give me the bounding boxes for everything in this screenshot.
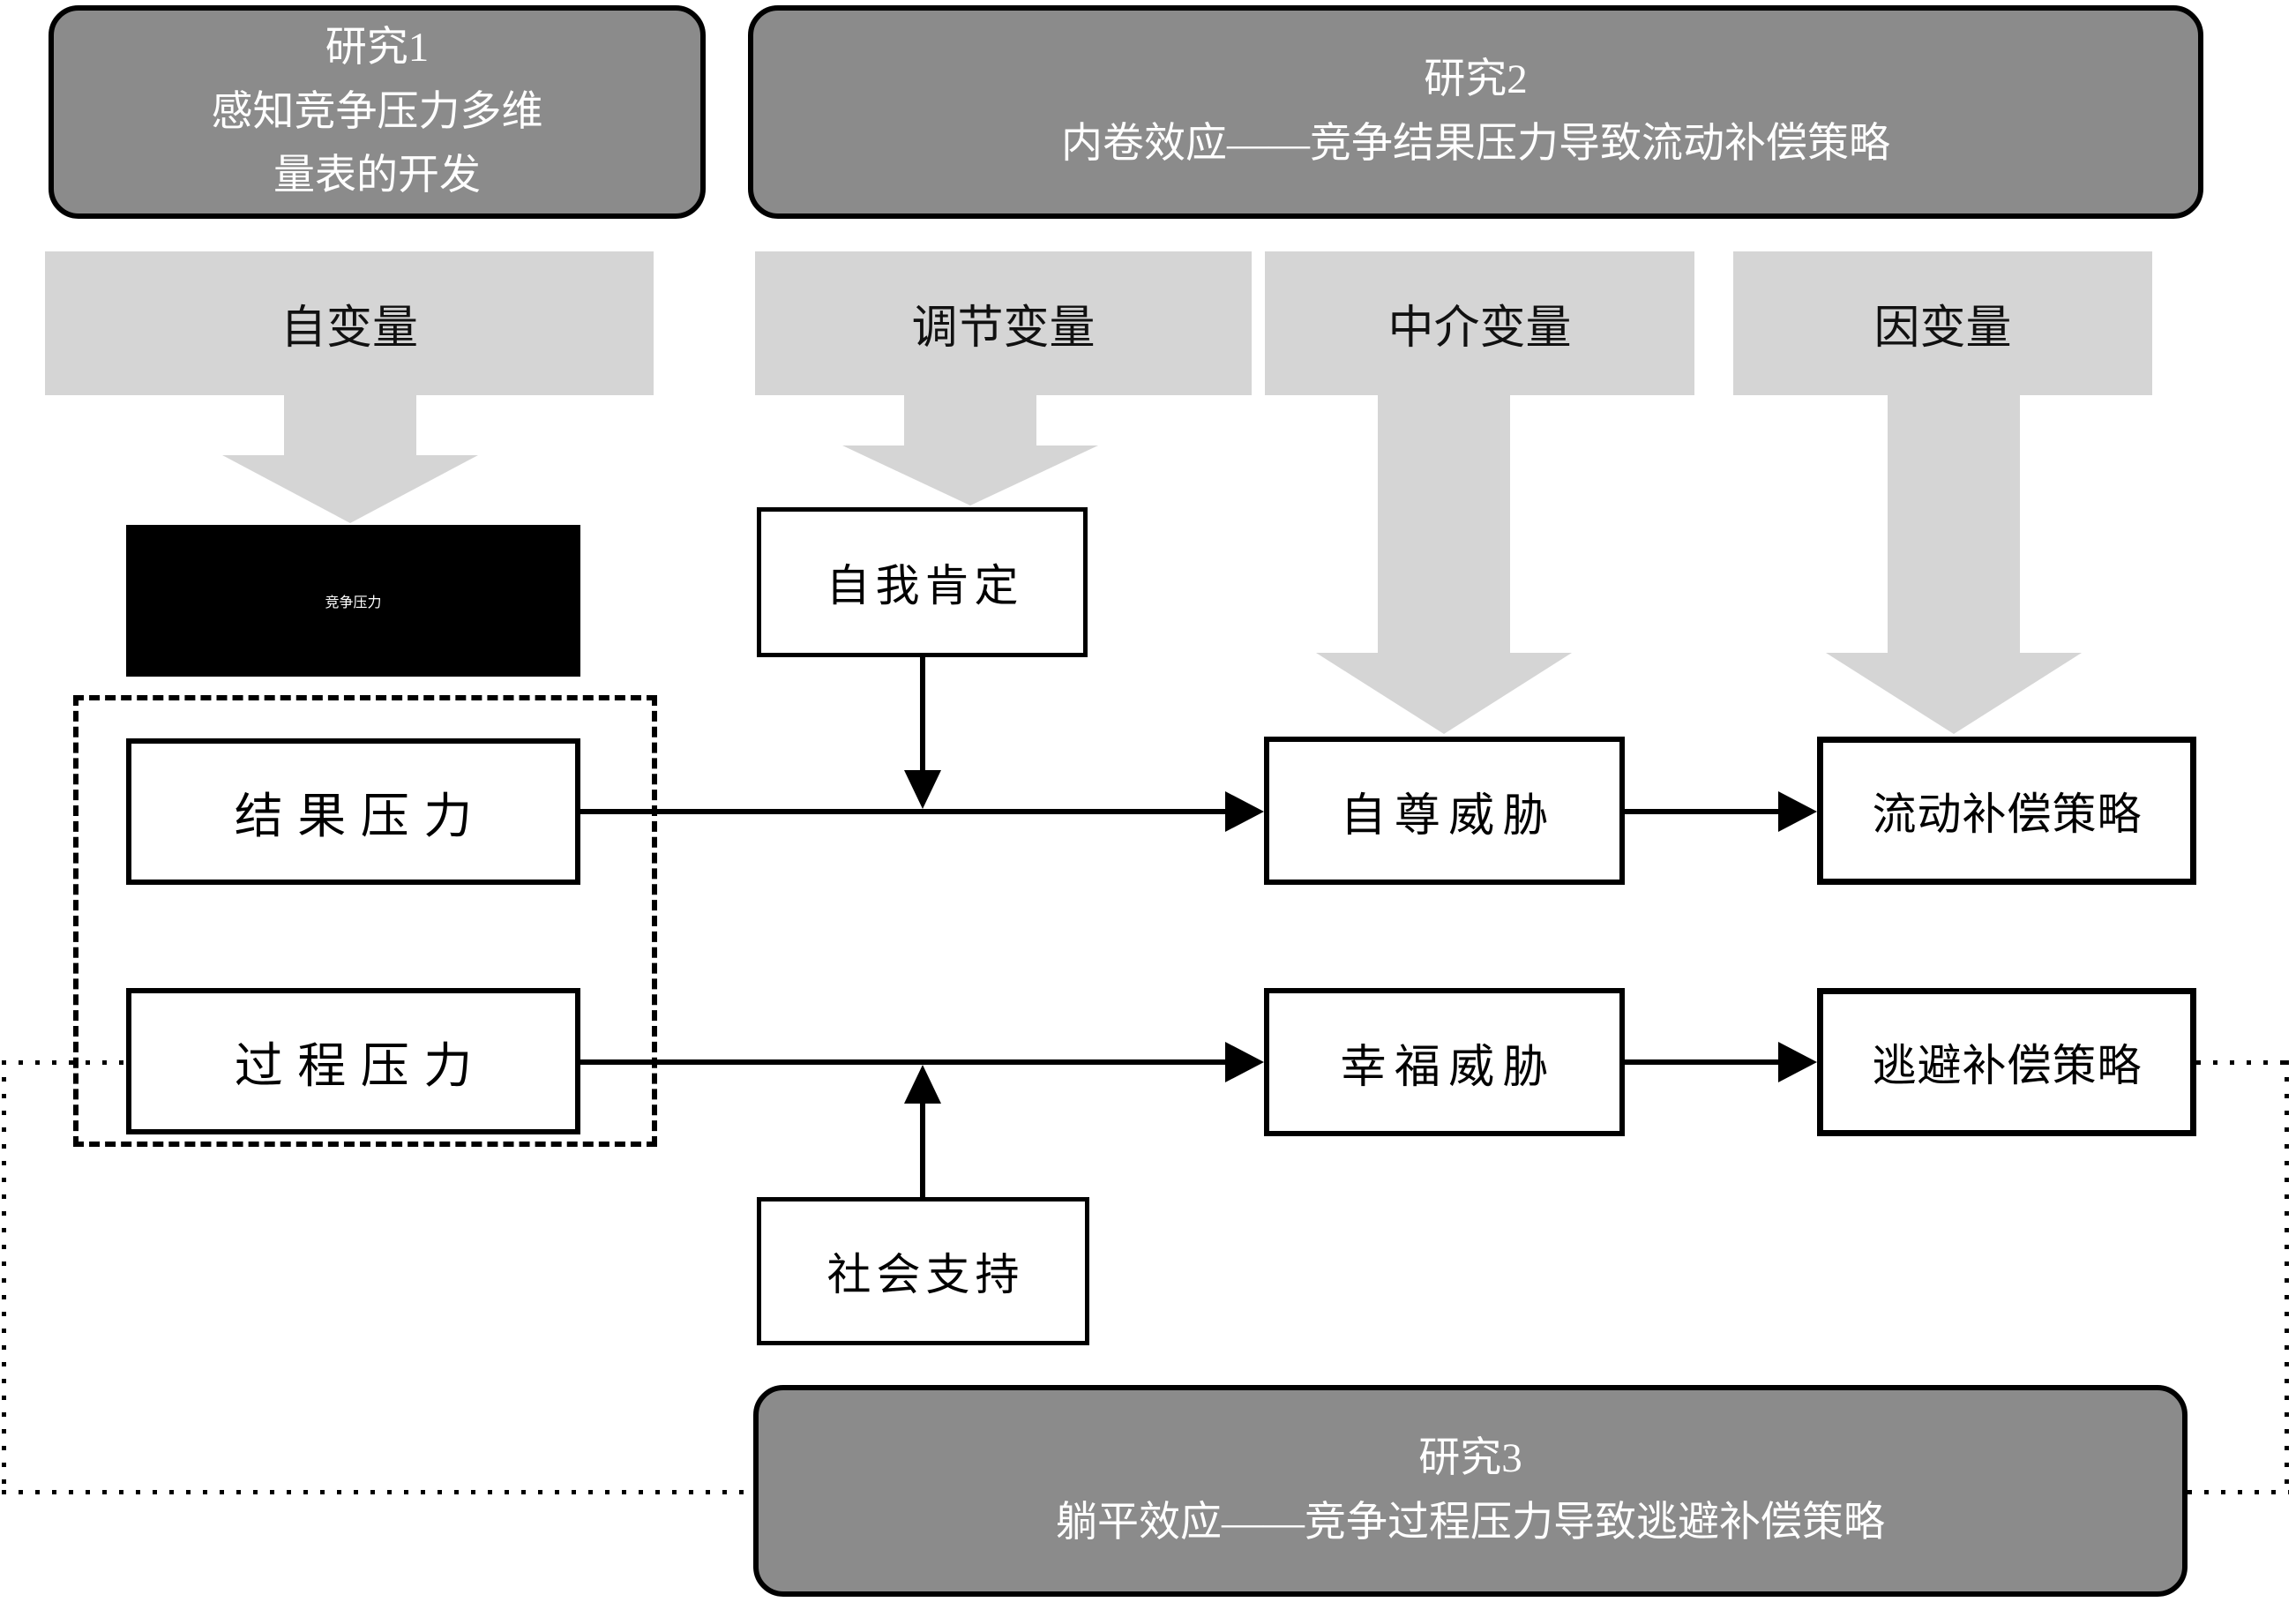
- study3-title-line2: 躺平效应——竞争过程压力导致逃避补偿策略: [1056, 1500, 1885, 1546]
- node-mobility-compensation-strategy: 流动补偿策略: [1817, 737, 2196, 885]
- node-social-support-label: 社会支持: [826, 1250, 1025, 1299]
- node-competitive-pressure: 竞争压力: [126, 525, 580, 677]
- arrow-self-affirmation-down-line: [920, 657, 925, 770]
- node-competitive-pressure-label: 竞争压力: [325, 595, 382, 610]
- study3-title-line1: 研究3: [1418, 1435, 1522, 1482]
- pressure-dimensions-group-border: [73, 695, 657, 1147]
- study1-title-line1: 研究1: [325, 24, 430, 71]
- dependent-block-arrow-head-icon: [1826, 653, 2082, 734]
- node-self-esteem-threat-label: 自尊威胁: [1340, 790, 1557, 842]
- node-social-support: 社会支持: [757, 1197, 1089, 1345]
- study3-banner: 研究3 躺平效应——竞争过程压力导致逃避补偿策略: [753, 1385, 2188, 1597]
- dependent-variable-bar: 因变量: [1733, 251, 2152, 395]
- study2-title-line2: 内卷效应——竞争结果压力导致流动补偿策略: [1061, 121, 1890, 167]
- arrow-process-to-wellbeing-line: [580, 1059, 1227, 1065]
- study2-banner: 研究2 内卷效应——竞争结果压力导致流动补偿策略: [748, 5, 2203, 219]
- moderator-variable-label: 调节变量: [911, 303, 1096, 354]
- moderator-variable-bar: 调节变量: [755, 251, 1252, 395]
- dotted-link-left-vertical: [2, 1060, 6, 1494]
- arrow-social-support-up-line: [920, 1102, 925, 1197]
- study2-title-line1: 研究2: [1424, 56, 1528, 103]
- dotted-link-right-vertical: [2285, 1060, 2289, 1494]
- arrow-outcome-to-esteem-line: [580, 809, 1227, 814]
- moderator-block-arrow-shaft: [904, 395, 1036, 445]
- node-outcome-pressure: 结果压力: [126, 738, 580, 885]
- dotted-link-bottom-right-horizontal: [2188, 1490, 2289, 1494]
- arrow-wellbeing-to-avoidance-line: [1625, 1059, 1778, 1065]
- mediator-block-arrow-head-icon: [1316, 653, 1572, 734]
- study1-title-line2: 感知竞争压力多维: [211, 88, 543, 135]
- arrow-social-support-up-head-icon: [904, 1065, 941, 1104]
- arrow-outcome-to-esteem-head-icon: [1225, 791, 1264, 832]
- dotted-link-bottom-left-horizontal: [2, 1490, 753, 1494]
- dotted-link-left-horizontal: [2, 1060, 126, 1065]
- node-outcome-pressure-label: 结果压力: [234, 790, 487, 843]
- study1-title-line3: 量表的开发: [273, 153, 481, 199]
- mediator-block-arrow-shaft: [1378, 395, 1510, 653]
- dependent-block-arrow-shaft: [1888, 395, 2020, 653]
- dependent-variable-label: 因变量: [1873, 303, 2012, 354]
- node-process-pressure: 过程压力: [126, 988, 580, 1134]
- independent-block-arrow-head-icon: [222, 455, 478, 523]
- node-self-affirmation-label: 自我肯定: [826, 561, 1024, 610]
- independent-block-arrow-shaft: [284, 395, 416, 455]
- node-self-esteem-threat: 自尊威胁: [1264, 737, 1625, 885]
- node-self-affirmation: 自我肯定: [757, 507, 1088, 657]
- independent-variable-label: 自变量: [280, 303, 418, 354]
- node-wellbeing-threat: 幸福威胁: [1264, 988, 1625, 1136]
- arrow-wellbeing-to-avoidance-head-icon: [1778, 1042, 1817, 1082]
- arrow-self-affirmation-down-head-icon: [904, 770, 941, 809]
- dotted-link-right-horizontal: [2196, 1060, 2289, 1065]
- moderator-block-arrow-head-icon: [842, 445, 1098, 505]
- arrow-process-to-wellbeing-head-icon: [1225, 1042, 1264, 1082]
- node-avoidance-compensation-strategy-label: 逃避补偿策略: [1872, 1041, 2143, 1090]
- node-mobility-compensation-strategy-label: 流动补偿策略: [1872, 790, 2143, 839]
- node-process-pressure-label: 过程压力: [234, 1039, 487, 1093]
- independent-variable-bar: 自变量: [45, 251, 654, 395]
- node-avoidance-compensation-strategy: 逃避补偿策略: [1817, 988, 2196, 1136]
- node-wellbeing-threat-label: 幸福威胁: [1340, 1042, 1557, 1093]
- arrow-esteem-to-mobility-line: [1625, 809, 1778, 814]
- mediator-variable-bar: 中介变量: [1265, 251, 1694, 395]
- arrow-esteem-to-mobility-head-icon: [1778, 791, 1817, 832]
- study1-banner: 研究1 感知竞争压力多维 量表的开发: [49, 5, 706, 219]
- mediator-variable-label: 中介变量: [1387, 303, 1572, 354]
